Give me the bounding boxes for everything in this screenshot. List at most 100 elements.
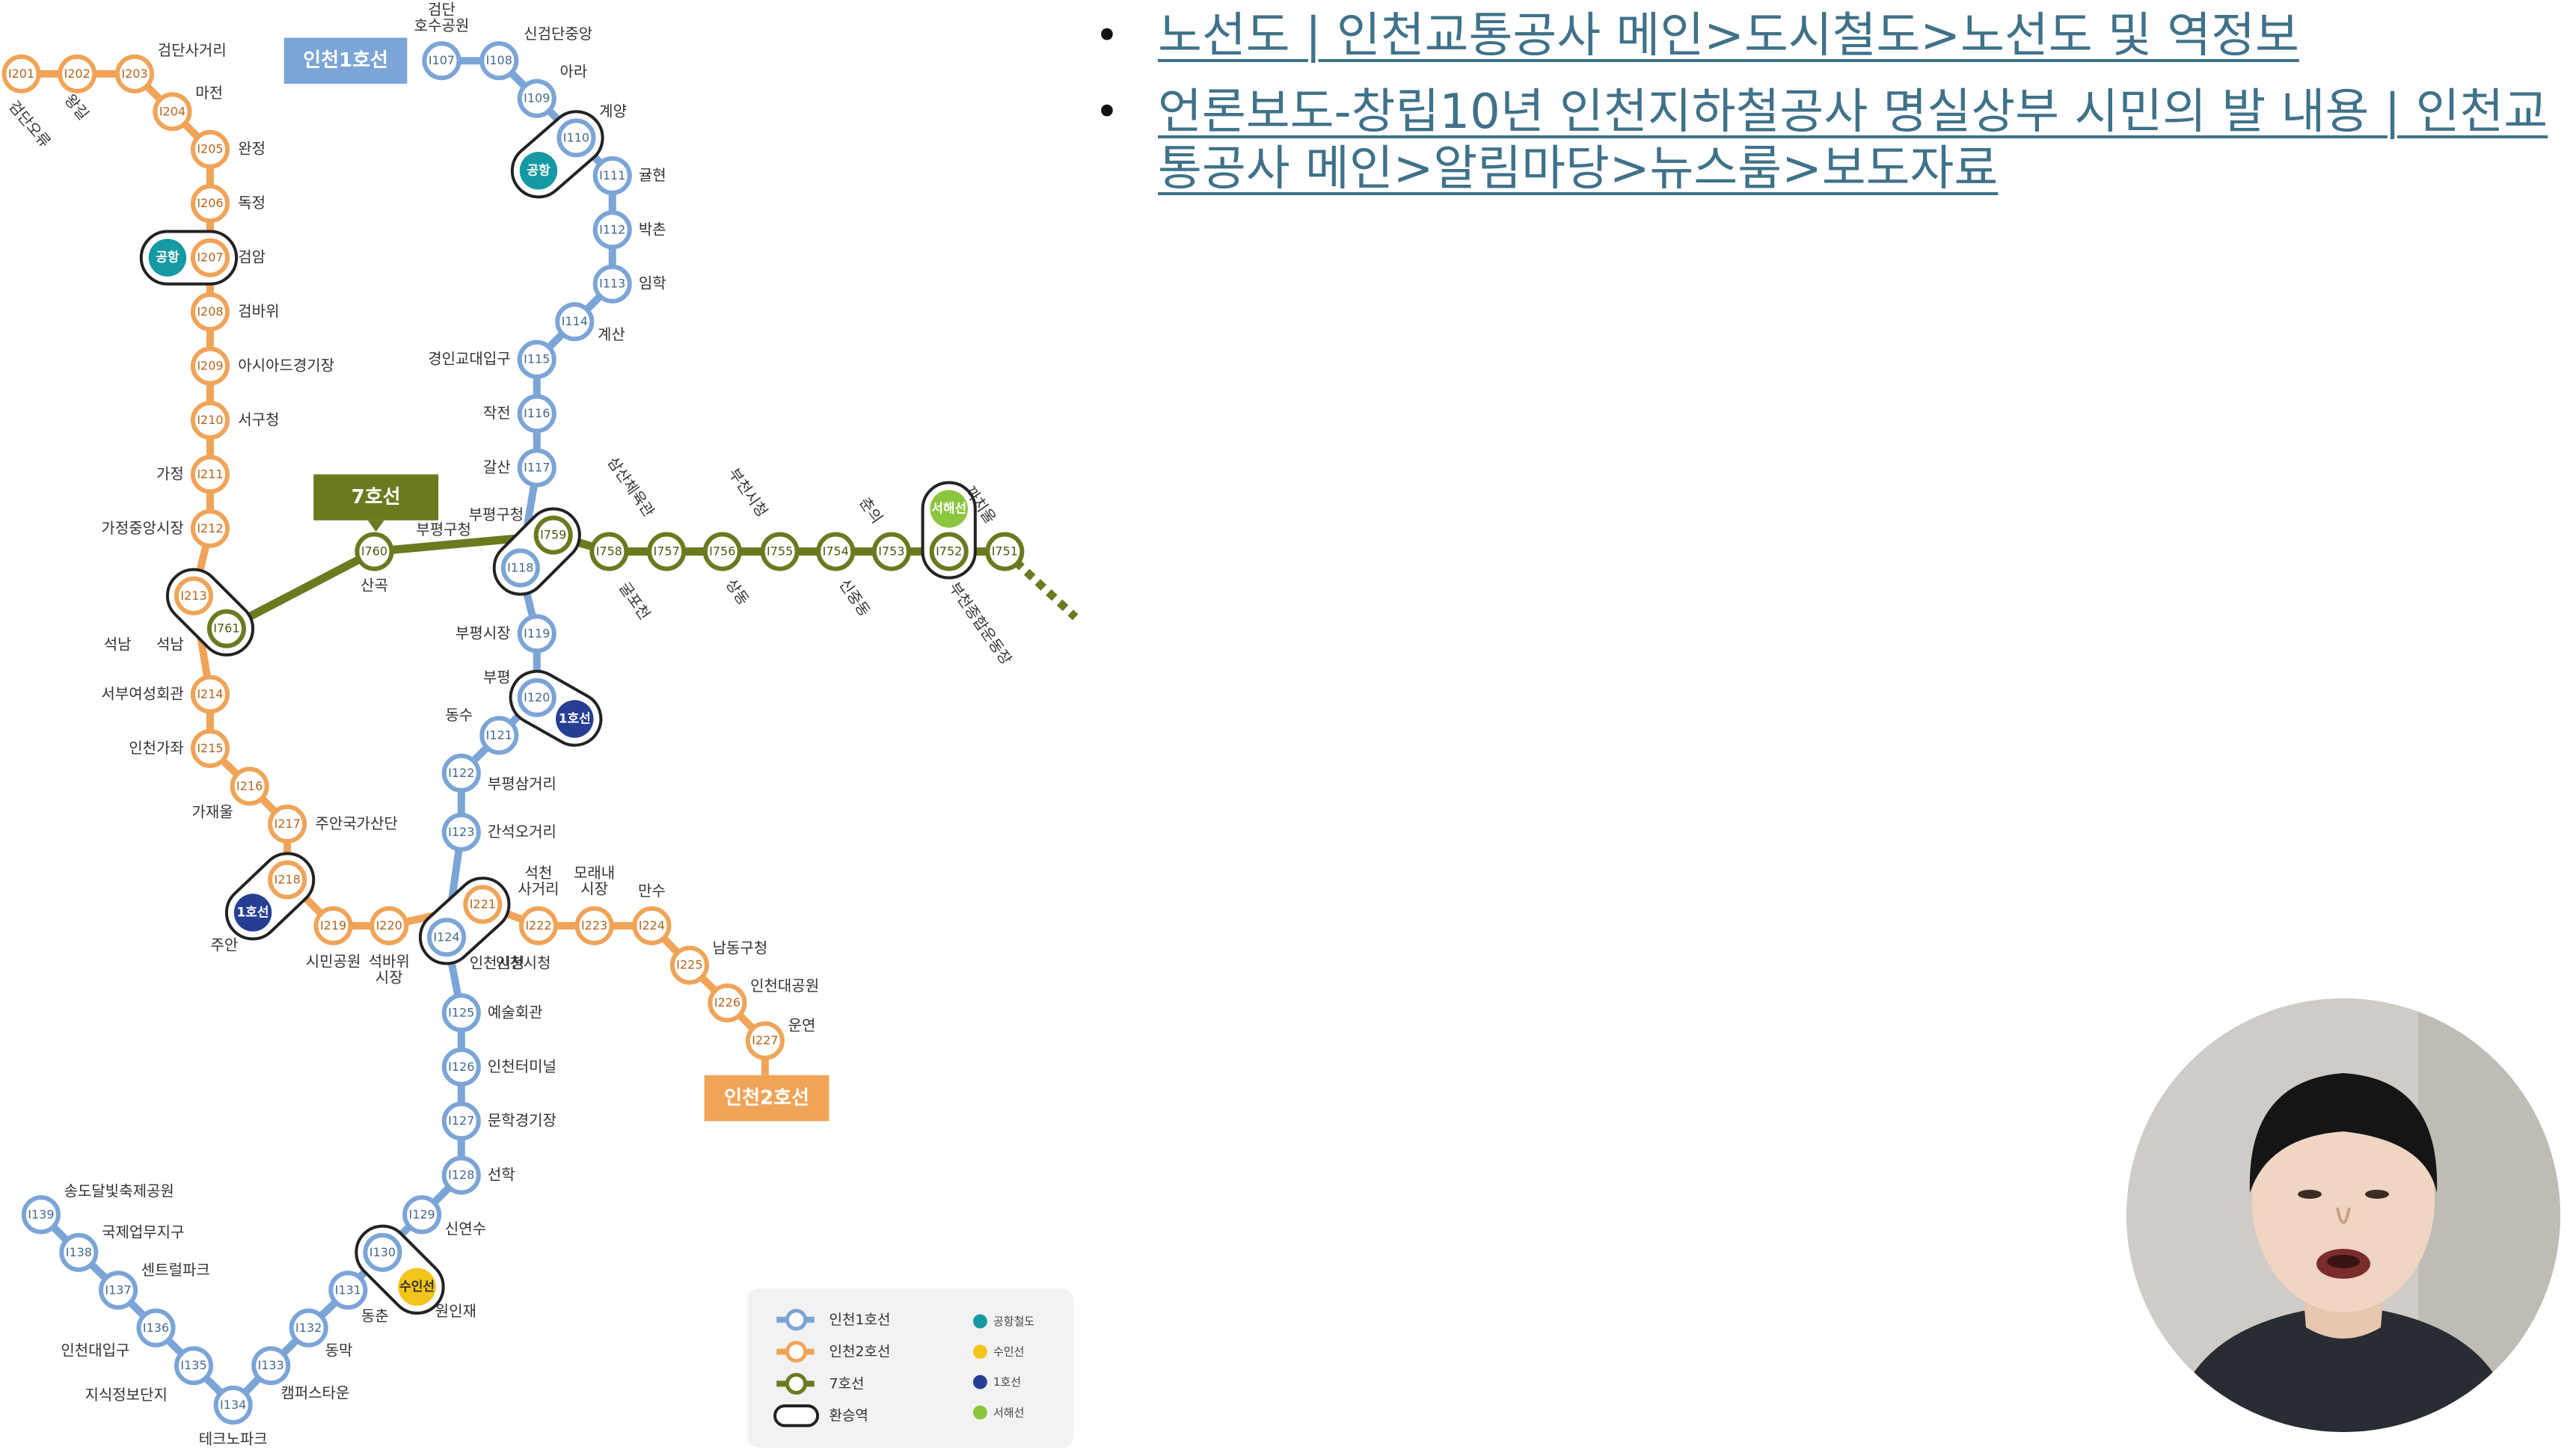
station-i758 — [589, 532, 629, 571]
station-code-i111: I111 — [599, 168, 625, 182]
station-name-i211: 가정 — [156, 464, 184, 482]
station-name-i202: 왕길 — [61, 90, 93, 123]
station-i213 — [174, 576, 214, 615]
station-name-i227: 운연 — [788, 1016, 816, 1033]
station-name-i761: 석남 — [104, 635, 132, 653]
station-name-i209: 아시아드경기장 — [238, 356, 334, 374]
station-code-i123: I123 — [448, 824, 474, 838]
legend-dot-swatch — [972, 1314, 987, 1329]
station-i211 — [190, 455, 230, 494]
station-i759 — [533, 515, 573, 555]
station-name-i122: 부평삼거리 — [488, 775, 556, 793]
station-name-i224: 만수 — [638, 881, 666, 899]
station-i209 — [190, 346, 230, 386]
press-release-link[interactable]: 언론보도-창립10년 인천지하철공사 명실상부 시민의 발 내용 | 인천교통공… — [1158, 85, 2548, 197]
route-map-link[interactable]: 노선도 | 인천교통공사 메인>도시철도>노선도 및 역정보 — [1158, 8, 2299, 64]
station-name-i216: 가재울 — [191, 802, 233, 820]
line1-name-box — [283, 37, 408, 84]
station-i216 — [230, 767, 269, 806]
reference-item: 노선도 | 인천교통공사 메인>도시철도>노선도 및 역정보 — [1095, 7, 2576, 64]
station-i127 — [441, 1102, 481, 1141]
station-name-i131: 동춘 — [361, 1306, 389, 1324]
station-name-i212: 가정중앙시장 — [101, 518, 183, 536]
station-code-i128: I128 — [448, 1167, 474, 1182]
station-i204 — [153, 92, 192, 132]
legend-dot-label: 1호선 — [993, 1375, 1021, 1389]
legend-dot-label: 서해선 — [993, 1405, 1024, 1419]
station-code-i759: I759 — [540, 527, 566, 541]
station-code-i753: I753 — [878, 544, 904, 558]
transfer-line-badge — [930, 490, 968, 528]
station-code-i209: I209 — [197, 358, 223, 372]
station-name-i127: 문학경기장 — [488, 1111, 556, 1129]
legend-line-label: 인천1호선 — [829, 1311, 890, 1327]
station-code-i757: I757 — [654, 544, 680, 558]
station-name-i112: 박촌 — [639, 220, 666, 238]
line2-name-box — [704, 1075, 829, 1122]
station-name-i201: 검단오류 — [5, 97, 55, 151]
station-code-i125: I125 — [448, 1005, 474, 1019]
station-name-i225: 남동구청 — [713, 938, 768, 956]
legend-dot-swatch — [972, 1405, 987, 1420]
station-i113 — [592, 264, 632, 304]
station-i131 — [328, 1271, 368, 1310]
station-code-i203: I203 — [121, 66, 147, 80]
station-name-i128: 선학 — [488, 1165, 515, 1183]
station-i210 — [190, 400, 230, 440]
station-i225 — [669, 945, 709, 985]
station-i107 — [422, 41, 461, 81]
station-i201 — [1, 54, 41, 93]
station-name-i203: 검단사거리 — [158, 41, 227, 59]
station-i119 — [517, 614, 556, 654]
station-code-i227: I227 — [752, 1033, 778, 1047]
station-code-i215: I215 — [197, 740, 223, 755]
transfer-line-code: 수인선 — [399, 1279, 435, 1294]
station-code-i135: I135 — [180, 1358, 206, 1372]
station-i133 — [251, 1346, 291, 1386]
station-code-i124: I124 — [433, 930, 459, 944]
station-code-i752: I752 — [936, 544, 962, 558]
station-name-i109: 아라 — [559, 62, 587, 80]
legend-line-label: 환승역 — [829, 1407, 868, 1424]
station-name-i132: 동막 — [325, 1341, 353, 1359]
station-name-i208: 검바위 — [238, 302, 279, 320]
line1-track — [38, 57, 616, 1409]
station-i227 — [745, 1021, 785, 1060]
station-name-i215: 인천가좌 — [129, 738, 184, 756]
station-i110 — [556, 118, 596, 158]
station-code-i132: I132 — [295, 1320, 322, 1334]
station-i205 — [190, 129, 230, 169]
station-code-i131: I131 — [335, 1282, 361, 1297]
station-name-i217: 주안국가산단 — [315, 814, 397, 832]
station-name-i213: 석남 — [156, 635, 184, 653]
station-i115 — [517, 340, 556, 379]
station-i224 — [632, 906, 672, 946]
transfer-line-badge — [398, 1268, 436, 1306]
station-i124 — [426, 918, 467, 957]
station-i752 — [929, 532, 969, 571]
station-code-i211: I211 — [197, 467, 223, 481]
station-i221 — [463, 885, 503, 924]
station-i217 — [268, 804, 307, 844]
station-code-i218: I218 — [274, 872, 300, 886]
station-code-i116: I116 — [524, 406, 550, 420]
legend-line-station-swatch — [785, 1372, 808, 1395]
station-name-i753: 춘의 — [856, 494, 887, 526]
station-name-i134: 테크노파크 — [199, 1430, 268, 1448]
legend-transfer-swatch — [773, 1404, 820, 1428]
station-name-i137: 센트럴파크 — [141, 1260, 210, 1278]
station-i129 — [402, 1195, 442, 1235]
station-name-i760: 산곡 — [361, 576, 388, 594]
station-code-i202: I202 — [64, 66, 91, 80]
station-i751 — [985, 532, 1025, 571]
station-i202 — [58, 54, 97, 93]
station-name-i121: 동수 — [445, 706, 473, 724]
station-i212 — [190, 509, 230, 548]
station-i120 — [517, 678, 556, 717]
station-code-i756: I756 — [709, 544, 735, 558]
transfer-line-code: 1호선 — [236, 905, 269, 920]
station-name-i124: 인천시청 — [470, 953, 525, 971]
